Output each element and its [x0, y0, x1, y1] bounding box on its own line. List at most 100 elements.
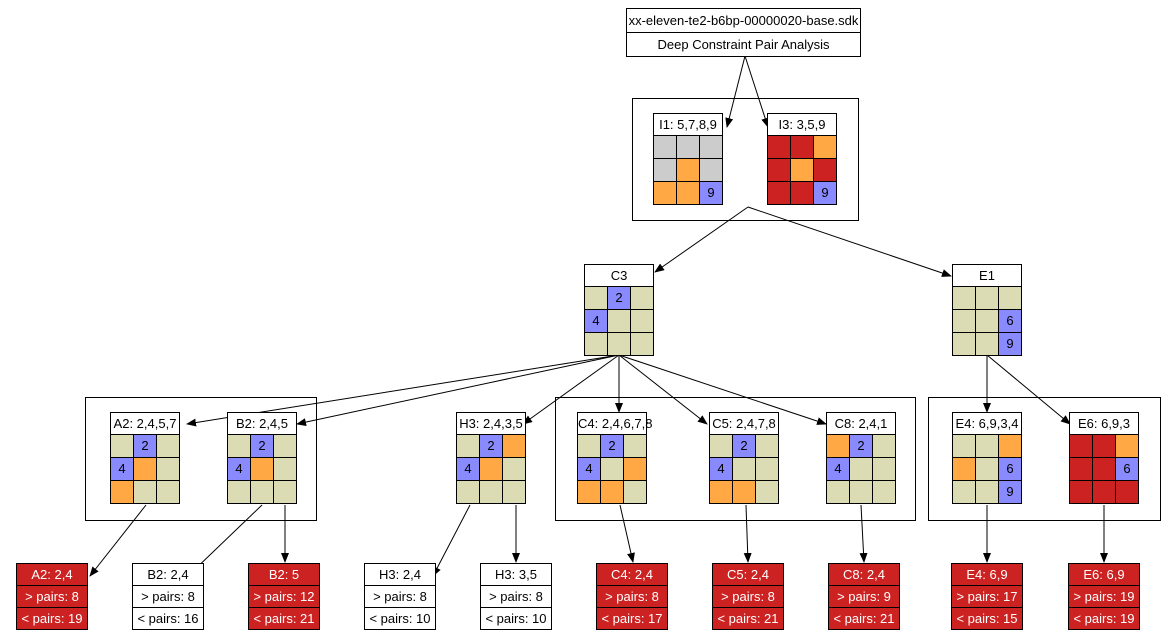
grid-cell [677, 136, 700, 159]
leaf-e4: E4: 6,9 > pairs: 17 < pairs: 15 [951, 563, 1023, 630]
grid-cell [953, 310, 976, 333]
grid-cell [677, 159, 700, 182]
leaf-title: E6: 6,9 [1083, 567, 1125, 582]
grid-cell [274, 435, 297, 458]
grid-cell [601, 481, 624, 504]
leaf-lt-pairs: < pairs: 19 [17, 607, 87, 629]
grid-cell [503, 435, 526, 458]
node-label: A2: 2,4,5,7 [110, 412, 180, 434]
node-label: C8: 2,4,1 [826, 412, 896, 434]
node-label: H3: 2,4,3,5 [456, 412, 526, 434]
leaf-gt-pairs: > pairs: 17 [952, 585, 1022, 607]
edge-h3-leaf-a [432, 504, 471, 577]
grid-cell [953, 435, 976, 458]
leaf-gt-pairs: > pairs: 8 [481, 585, 551, 607]
grid-cell [608, 333, 631, 356]
grid-cell [585, 287, 608, 310]
leaf-title: A2: 2,4 [31, 567, 73, 582]
grid-cell: 4 [827, 458, 850, 481]
grid-cell [850, 481, 873, 504]
leaf-title: H3: 2,4 [379, 567, 421, 582]
cluster-a2-b2 [85, 397, 317, 521]
leaf-gt-pairs: > pairs: 8 [597, 585, 667, 607]
node-label: E6: 6,9,3 [1069, 412, 1139, 434]
grid-cell [827, 481, 850, 504]
leaf-gt-pairs: > pairs: 8 [133, 585, 203, 607]
node-label: E4: 6,9,3,4 [952, 412, 1022, 434]
grid-cell: 4 [585, 310, 608, 333]
grid-cell [631, 287, 654, 310]
leaf-lt-pairs: < pairs: 19 [1069, 607, 1139, 629]
node-grid: 6 [1069, 434, 1139, 504]
grid-cell: 2 [251, 435, 274, 458]
grid-cell: 2 [850, 435, 873, 458]
grid-cell [814, 159, 837, 182]
leaf-title: B2: 2,4 [147, 567, 189, 582]
grid-cell: 2 [733, 435, 756, 458]
leaf-title: C4: 2,4 [611, 567, 653, 582]
grid-cell [768, 159, 791, 182]
grid-cell [710, 481, 733, 504]
grid-cell [578, 481, 601, 504]
grid-cell [700, 136, 723, 159]
grid-cell [953, 333, 976, 356]
grid-cell [251, 481, 274, 504]
grid-cell [654, 159, 677, 182]
node-label: C3 [584, 264, 654, 286]
cluster-i [632, 98, 859, 221]
grid-cell [480, 458, 503, 481]
node-label: C4: 2,4,6,7,8 [577, 412, 652, 434]
grid-cell [976, 481, 999, 504]
node-label: I1: 5,7,8,9 [653, 113, 723, 135]
diagram-filename: xx-eleven-te2-b6bp-00000020-base.sdk [627, 9, 860, 33]
grid-cell [768, 182, 791, 205]
leaf-c4: C4: 2,4 > pairs: 8 < pairs: 17 [596, 563, 668, 630]
grid-cell [791, 159, 814, 182]
diagram-title-box: xx-eleven-te2-b6bp-00000020-base.sdk Dee… [626, 8, 861, 57]
grid-cell [157, 458, 180, 481]
grid-cell [1116, 481, 1139, 504]
leaf-lt-pairs: < pairs: 21 [713, 607, 783, 629]
grid-cell [976, 435, 999, 458]
grid-cell [608, 310, 631, 333]
grid-cell [976, 287, 999, 310]
leaf-e6: E6: 6,9 > pairs: 19 < pairs: 19 [1068, 563, 1140, 630]
node-label: E1 [952, 264, 1022, 286]
grid-cell [976, 310, 999, 333]
grid-cell [1070, 458, 1093, 481]
grid-cell [1070, 481, 1093, 504]
grid-cell [1116, 435, 1139, 458]
grid-cell [251, 458, 274, 481]
grid-cell [457, 435, 480, 458]
leaf-gt-pairs: > pairs: 8 [713, 585, 783, 607]
grid-cell [157, 481, 180, 504]
grid-cell [976, 458, 999, 481]
leaf-gt-pairs: > pairs: 19 [1069, 585, 1139, 607]
leaf-gt-pairs: > pairs: 8 [17, 585, 87, 607]
grid-cell [134, 458, 157, 481]
diagram-subtitle: Deep Constraint Pair Analysis [657, 37, 830, 52]
leaf-gt-pairs: > pairs: 12 [249, 585, 319, 607]
grid-cell [677, 182, 700, 205]
grid-cell: 9 [814, 182, 837, 205]
grid-cell [274, 458, 297, 481]
leaf-title: H3: 3,5 [495, 567, 537, 582]
grid-cell [1070, 435, 1093, 458]
leaf-lt-pairs: < pairs: 15 [952, 607, 1022, 629]
grid-cell: 4 [578, 458, 601, 481]
grid-cell [791, 182, 814, 205]
grid-cell [953, 481, 976, 504]
grid-cell [157, 435, 180, 458]
grid-cell: 9 [999, 333, 1022, 356]
grid-cell: 6 [999, 458, 1022, 481]
grid-cell: 4 [457, 458, 480, 481]
